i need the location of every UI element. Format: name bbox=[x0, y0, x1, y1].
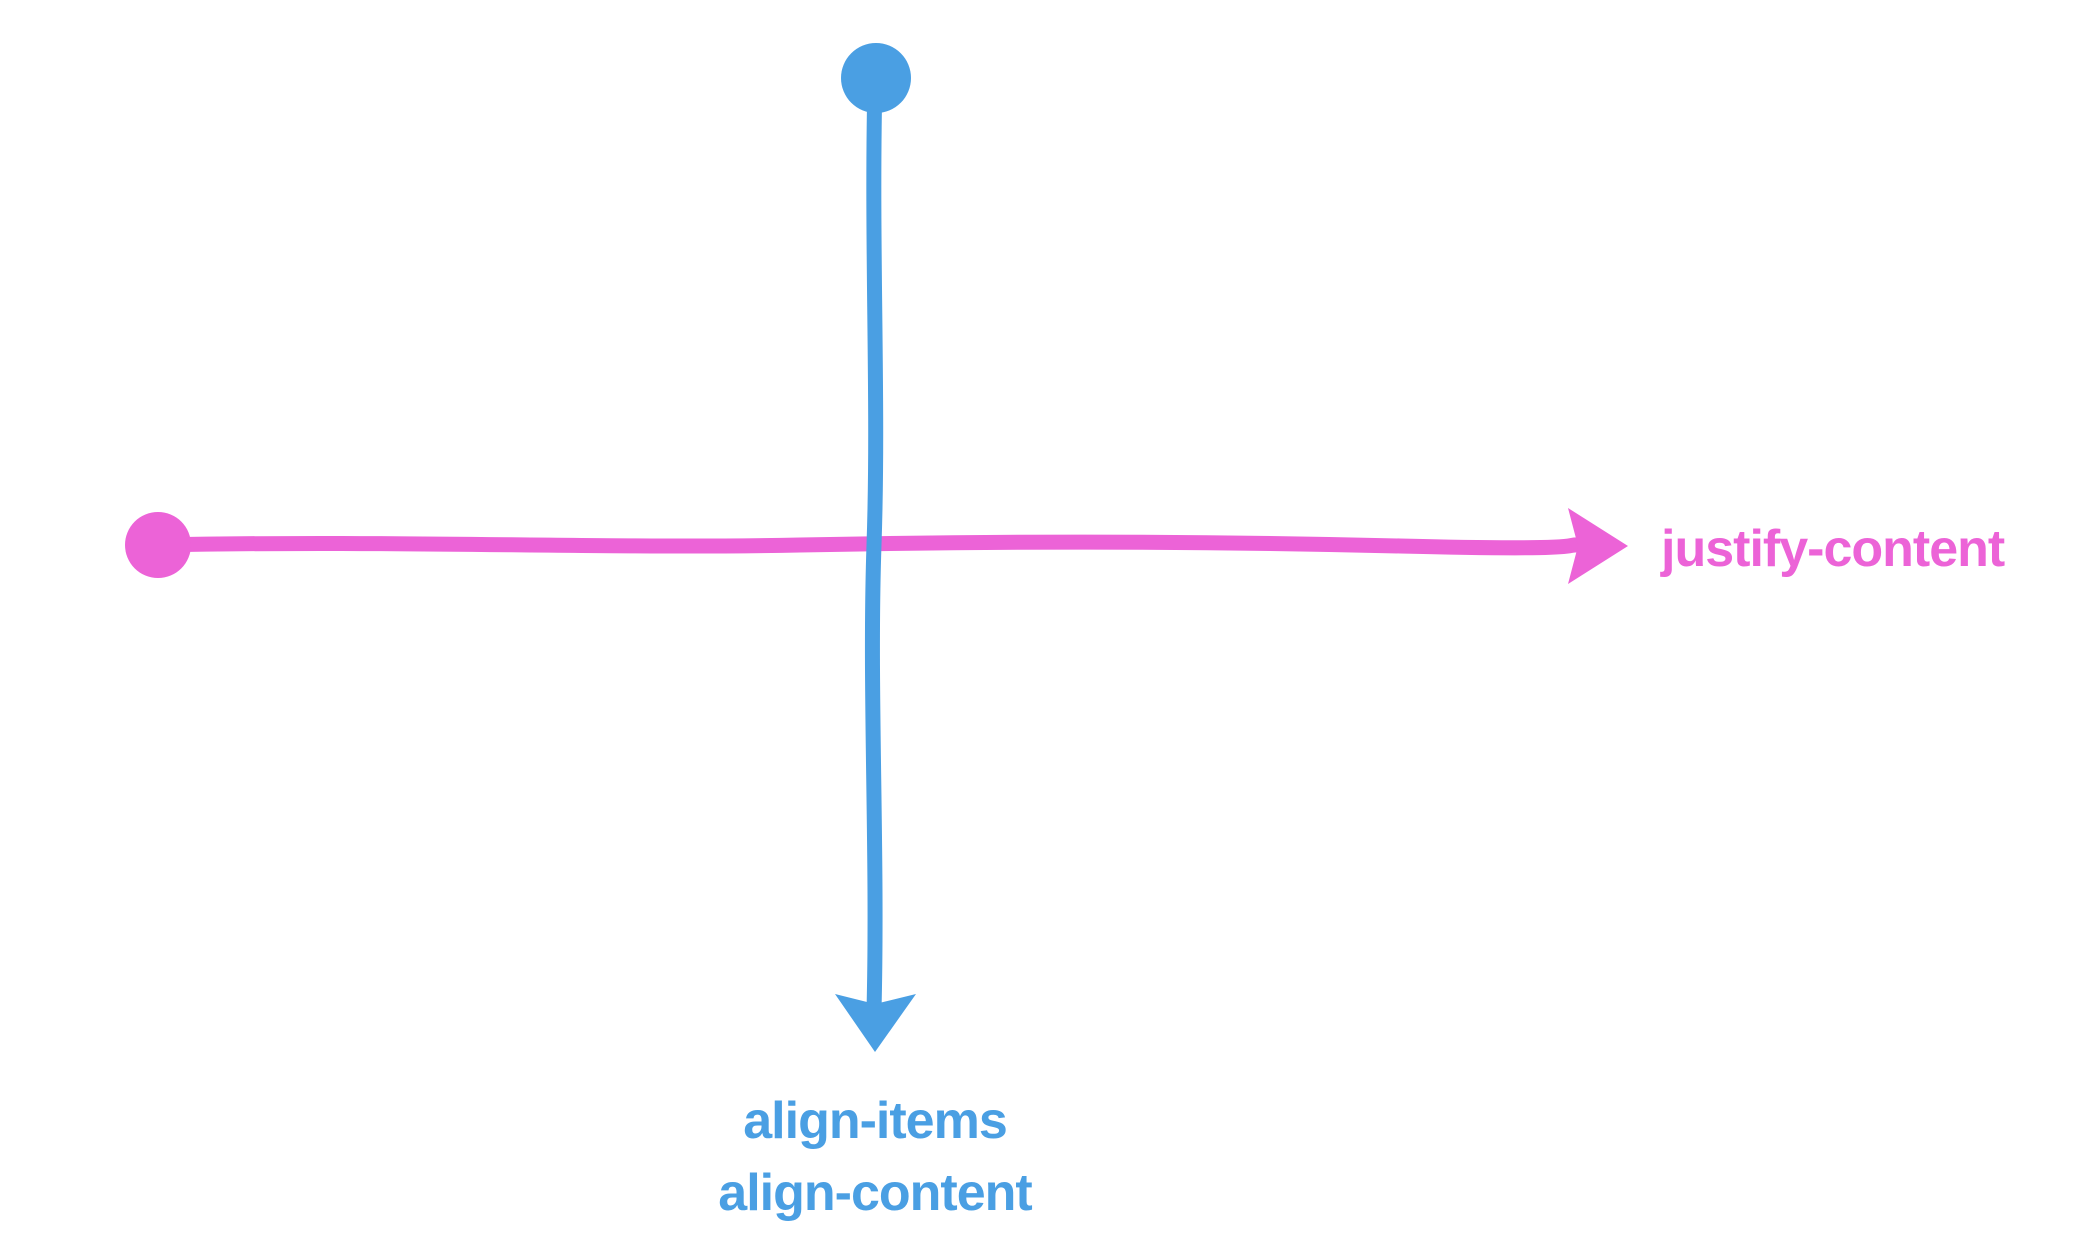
main-axis-line bbox=[152, 534, 1588, 556]
cross-axis-line bbox=[864, 72, 884, 1018]
cross-axis-arrowhead bbox=[835, 994, 916, 1052]
main-axis-arrowhead bbox=[1568, 508, 1628, 584]
justify-content-label: justify-content bbox=[1661, 520, 2005, 578]
main-axis bbox=[125, 508, 1628, 584]
align-items-label: align-items bbox=[743, 1092, 1008, 1150]
cross-axis-start-dot bbox=[841, 43, 911, 113]
cross-axis-labels: align-items align-content bbox=[690, 1085, 1060, 1229]
cross-axis bbox=[835, 43, 916, 1052]
main-axis-start-dot bbox=[125, 512, 191, 578]
align-content-label: align-content bbox=[718, 1164, 1032, 1222]
